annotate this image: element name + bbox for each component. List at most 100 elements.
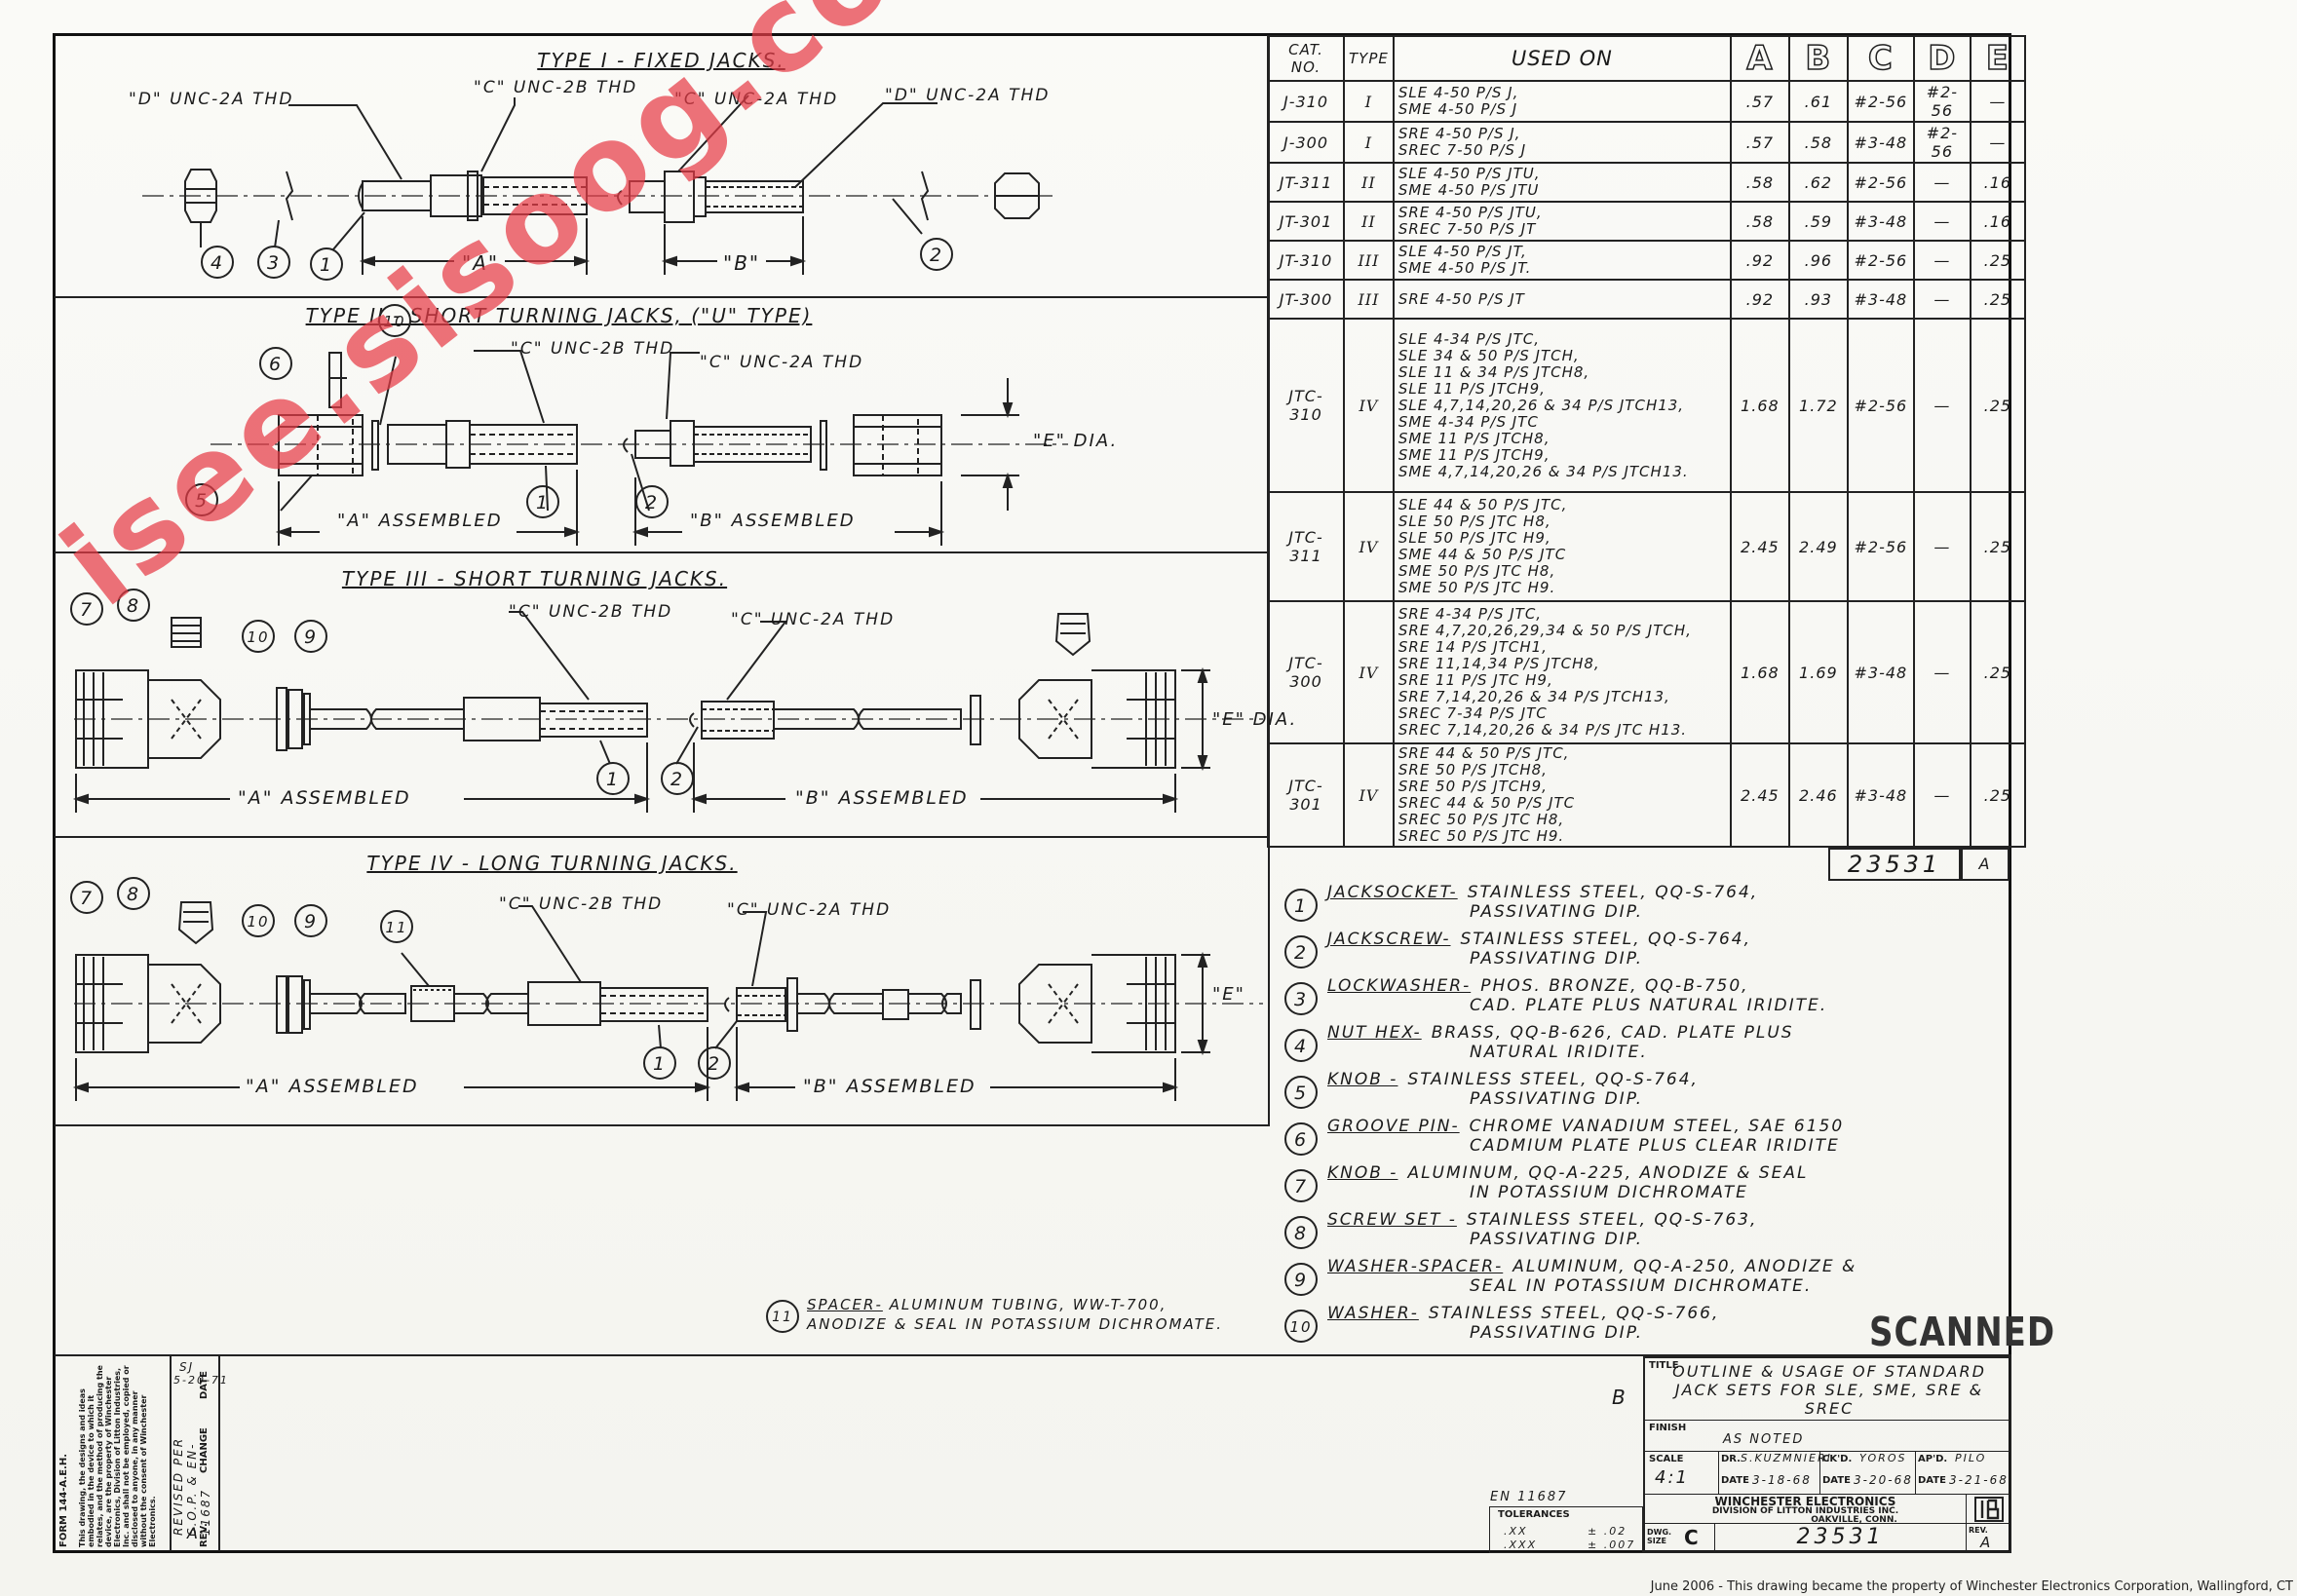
drawn-by: S.KUZMNIERI	[1741, 1452, 1832, 1464]
cell-a: .92	[1729, 279, 1790, 320]
cell-a: .57	[1729, 80, 1790, 123]
cell-a: .57	[1729, 121, 1790, 164]
cell-b: 1.72	[1787, 318, 1849, 493]
cell-e: —	[1969, 80, 2026, 123]
part-name: NUT HEX-	[1327, 1023, 1422, 1043]
spacer-desc-1: ALUMINUM TUBING, WW-T-700,	[889, 1296, 1168, 1313]
cell-b: .96	[1787, 240, 1849, 281]
cell-e: .25	[1969, 491, 2026, 602]
balloon-2: 2	[635, 485, 669, 518]
cell-a: 2.45	[1729, 742, 1790, 848]
cell-cat-no: JT-301	[1267, 201, 1345, 242]
revision-change-text: REVISED PER S.O.P. & EN-11687	[172, 1436, 212, 1536]
company-location: OAKVILLE, CONN.	[1811, 1515, 1897, 1525]
header-used-on: USED ON	[1392, 35, 1732, 82]
approved-date-label: DATE	[1918, 1475, 1946, 1486]
checked-by: YoRos	[1859, 1452, 1907, 1464]
cell-cat-no: JTC-311	[1267, 491, 1345, 602]
part-balloon: 10	[1284, 1310, 1318, 1343]
company-name: WINCHESTER ELECTRONICS	[1714, 1495, 1896, 1508]
balloon-1: 1	[596, 762, 630, 795]
revision-block: FORM 144-A.E.H. This drawing, the design…	[55, 1356, 220, 1551]
dwg-size: C	[1684, 1526, 1701, 1549]
cell-used-on: SLE 44 & 50 P/S JTC, SLE 50 P/S JTC H8, …	[1392, 491, 1732, 602]
cell-type: I	[1343, 80, 1395, 123]
balloon-6: 6	[259, 347, 292, 380]
dwg-size-label: DWG. SIZE	[1647, 1528, 1672, 1545]
part-desc-1: STAINLESS STEEL, QQ-S-766,	[1428, 1304, 1720, 1323]
header-c: C	[1846, 35, 1915, 82]
cell-b: .61	[1787, 80, 1849, 123]
dwg-number-cell: 23531	[1715, 1524, 1967, 1551]
tol-xx-value: ± .02	[1588, 1525, 1627, 1538]
cell-c: #2-56	[1846, 318, 1915, 493]
dim-a-assembled: "A" ASSEMBLED	[337, 511, 503, 531]
dim-b-assembled: "B" ASSEMBLED	[690, 511, 856, 531]
header-b: B	[1787, 35, 1849, 82]
part-desc-1: CHROME VANADIUM STEEL, SAE 6150	[1469, 1117, 1845, 1136]
cell-used-on: SLE 4-50 P/S J, SME 4-50 P/S J	[1392, 80, 1732, 123]
label-c-mid: "C" UNC-2B THD	[474, 78, 638, 97]
cell-e: .25	[1969, 240, 2026, 281]
part-name: LOCKWASHER-	[1327, 976, 1472, 996]
title-block: B TITLE OUTLINE & USAGE OF STANDARD JACK…	[1612, 1356, 2011, 1553]
spacer-name: SPACER-	[807, 1296, 883, 1313]
cell-type: I	[1343, 121, 1395, 164]
balloon-10: 10	[378, 304, 411, 337]
balloon-11: 11	[766, 1300, 799, 1333]
label-c-right: "C" UNC-2A THD	[731, 610, 896, 629]
cell-b: 1.69	[1787, 600, 1849, 744]
type-4-drawing	[72, 901, 1263, 1101]
part-name: GROOVE PIN-	[1327, 1117, 1460, 1136]
label-e: "E"	[1212, 984, 1245, 1005]
cell-b: .59	[1787, 201, 1849, 242]
cell-e: .16	[1969, 162, 2026, 203]
scale-cell: SCALE 4:1	[1645, 1452, 1719, 1495]
cell-type: III	[1343, 279, 1395, 320]
part-desc-2: PASSIVATING DIP.	[1470, 1230, 1644, 1249]
part-desc-1: BRASS, QQ-B-626, CAD. PLATE PLUS	[1431, 1023, 1794, 1043]
cell-e: .25	[1969, 600, 2026, 744]
part-balloon: 7	[1284, 1169, 1318, 1202]
label-d-left: "D" UNC-2A THD	[129, 90, 294, 109]
balloon-2: 2	[920, 238, 953, 271]
cell-a: .58	[1729, 162, 1790, 203]
label-c-right: "C" UNC-2A THD	[674, 90, 839, 109]
cell-cat-no: JTC-310	[1267, 318, 1345, 493]
cell-cat-no: JT-310	[1267, 240, 1345, 281]
balloon-2: 2	[698, 1046, 731, 1080]
cell-b: .58	[1787, 121, 1849, 164]
part-desc-2: PASSIVATING DIP.	[1470, 949, 1644, 969]
part-name: SCREW SET -	[1327, 1210, 1457, 1230]
part-desc-2: CAD. PLATE PLUS NATURAL IRIDITE.	[1470, 996, 1828, 1015]
cell-e: .25	[1969, 742, 2026, 848]
part-line-1: LOCKWASHER-PHOS. BRONZE, QQ-B-750,	[1327, 976, 1749, 996]
balloon-3: 3	[257, 246, 290, 279]
cell-b: .93	[1787, 279, 1849, 320]
part-desc-1: STAINLESS STEEL, QQ-S-764,	[1460, 930, 1751, 949]
part-line-1: WASHER-SPACER-ALUMINUM, QQ-A-250, ANODIZ…	[1327, 1257, 1857, 1276]
dim-b: "B"	[723, 251, 761, 275]
cell-cat-no: JTC-300	[1267, 600, 1345, 744]
cell-d: —	[1912, 240, 1972, 281]
part-desc-1: ALUMINUM, QQ-A-225, ANODIZE & SEAL	[1407, 1163, 1809, 1183]
dwg-number: 23531	[1796, 1525, 1885, 1549]
panel-title: TYPE I - FIXED JACKS.	[537, 49, 785, 72]
finish-cell: FINISH AS NOTED	[1645, 1421, 2010, 1452]
part-name: JACKSOCKET-	[1327, 883, 1458, 902]
title-cell: TITLE OUTLINE & USAGE OF STANDARD JACK S…	[1645, 1358, 2010, 1421]
checked-date: 3-20-68	[1854, 1473, 1913, 1487]
cell-c: #2-56	[1846, 240, 1915, 281]
balloon-2: 2	[661, 762, 694, 795]
tol-xxx-value: ± .007	[1588, 1539, 1636, 1551]
cell-used-on: SRE 44 & 50 P/S JTC, SRE 50 P/S JTCH8, S…	[1392, 742, 1732, 848]
part-name: WASHER-SPACER-	[1327, 1257, 1504, 1276]
cell-type: IV	[1343, 600, 1395, 744]
part-balloon: 1	[1284, 889, 1318, 922]
